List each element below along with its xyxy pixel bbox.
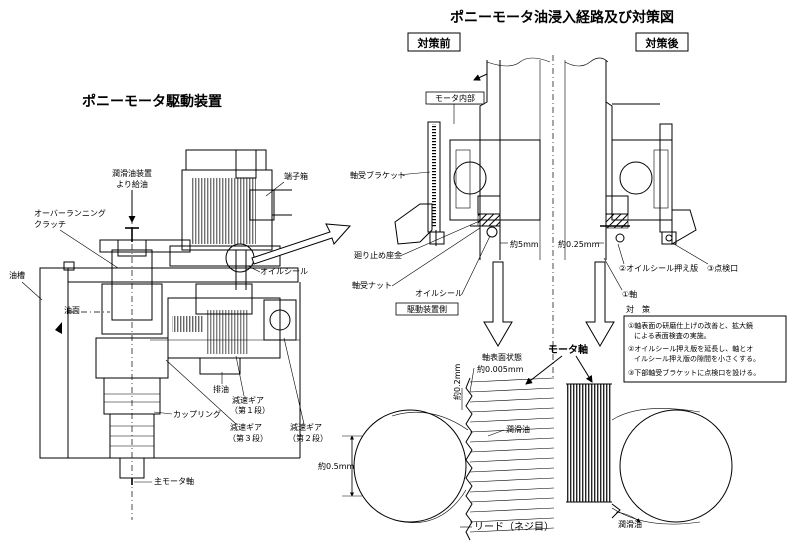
label-coupling: カップリング [173, 409, 221, 419]
drive-device-drawing [39, 149, 301, 520]
header-after-label: 対策後 [645, 36, 680, 50]
label-main-motor-shaft: 主モータ軸 [154, 476, 194, 486]
header-before-label: 対策前 [417, 36, 451, 50]
header-before: 対策前 [407, 32, 461, 52]
label-lock-washer: 廻り止め座金 [354, 250, 402, 260]
zoom-arrow [251, 223, 352, 265]
section-before [394, 57, 551, 260]
label-seal-plate: ②オイルシール押え版 [619, 263, 698, 273]
header-after: 対策後 [635, 32, 689, 52]
countermeasure-2a: ②オイルシール押え版を延長し、軸とオ [628, 344, 753, 353]
label-overrunning-2: クラッチ [34, 220, 66, 229]
label-gap-after: 約0.25mm [558, 239, 600, 249]
flow-arrow-before [483, 261, 513, 347]
label-lube-supply-2: より給油 [116, 179, 148, 189]
label-dia: 約0.5mm [318, 461, 355, 471]
label-drain-oil: 排油 [213, 384, 229, 394]
label-oil-tank: 油槽 [9, 270, 25, 280]
detail-labels: 軸表面状態 約0.005mm 約0.2mm モータ軸 潤滑油 潤滑油 約0.5m… [318, 343, 642, 533]
countermeasures-box: 対 策 ①軸表面の研磨仕上げの改善と、拡大鏡 による表面検査の実施。 ②オイルシ… [623, 304, 787, 383]
thread-lines [469, 377, 555, 533]
label-motor-shaft: モータ軸 [548, 343, 588, 356]
label-gear3-1: 減速ギア [230, 422, 262, 432]
device-labels: 潤滑油装置 より給油 オーバーランニング クラッチ 端子箱 油槽 油面 オイルシ… [9, 168, 328, 486]
countermeasure-1a: ①軸表面の研磨仕上げの改善と、拡大鏡 [628, 321, 753, 330]
label-drive-side: 駆動装置側 [407, 304, 447, 314]
label-lube-supply-1: 潤滑油装置 [112, 168, 152, 178]
label-oil-seal-before: オイルシール [415, 289, 463, 298]
label-shaft: ①軸 [622, 289, 637, 299]
after-labels: 約0.25mm ②オイルシール押え版 ③点検口 ①軸 [558, 239, 738, 299]
flow-arrow-after [585, 261, 615, 347]
device-title: ポニーモータ駆動装置 [82, 93, 222, 110]
label-gear2-2: （第２段） [288, 433, 328, 443]
label-surface-state: 軸表面状態 [482, 352, 522, 362]
label-lube-oil-2: 潤滑油 [618, 519, 642, 529]
label-gear1-2: （第１段） [230, 405, 270, 415]
countermeasure-3: ③下部軸受ブラケットに点検口を設ける。 [628, 368, 760, 377]
label-gap-before: 約5mm [510, 239, 539, 249]
countermeasure-2b: イルシール押え版の隙間を小さくする。 [634, 354, 760, 363]
countermeasure-1b: による表面検査の実施。 [634, 331, 711, 340]
countermeasures-title: 対 策 [626, 304, 650, 314]
label-overrunning-1: オーバーランニング [34, 208, 106, 218]
label-motor-inside: モータ内部 [435, 93, 475, 103]
label-bearing-nut: 軸受ナット [352, 280, 392, 290]
label-gear1-1: 減速ギア [232, 395, 264, 405]
label-terminal-box: 端子箱 [284, 171, 308, 181]
label-gear2-1: 減速ギア [290, 422, 322, 432]
label-gear3-2: （第３段） [228, 433, 268, 443]
label-pitch: 約0.2mm [452, 363, 462, 400]
label-oil-seal: オイルシール [260, 267, 308, 276]
label-inspection-port: ③点検口 [707, 263, 738, 273]
before-labels: モータ内部 軸受ブラケット 廻り止め座金 軸受ナット オイルシール 駆動装置側 … [350, 91, 539, 316]
label-surface-depth: 約0.005mm [477, 364, 524, 374]
shaft-detail [342, 377, 733, 541]
label-oil-surface: 油面 [64, 305, 80, 315]
label-lead: リード（ネジ目） [474, 521, 554, 533]
label-bearing-bracket: 軸受ブラケット [350, 170, 406, 180]
section-after [564, 57, 697, 260]
main-title: ポニーモータ油浸入経路及び対策図 [450, 9, 674, 26]
label-lube-oil-1: 潤滑油 [506, 424, 530, 434]
